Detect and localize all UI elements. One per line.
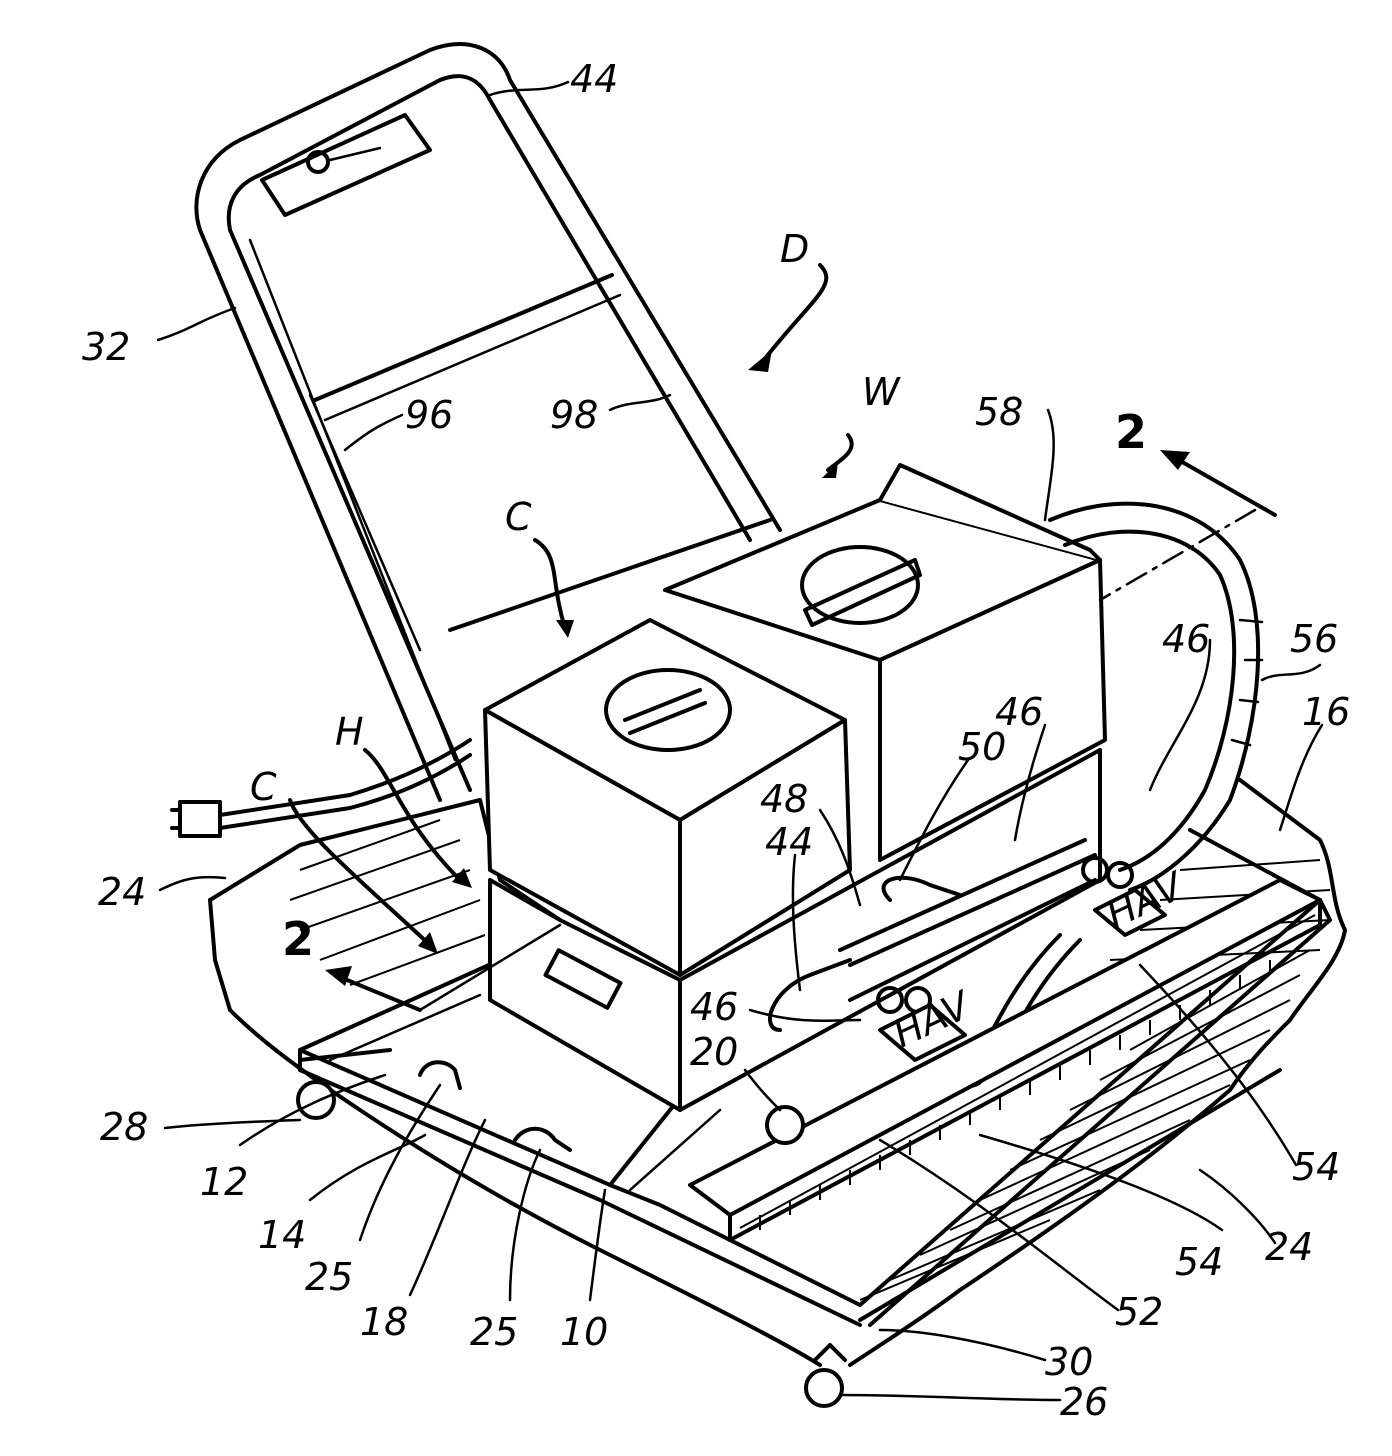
label-C-top: C <box>505 495 532 539</box>
label-24-right: 24 <box>1265 1225 1313 1269</box>
label-16: 16 <box>1302 690 1350 734</box>
label-24-left: 24 <box>98 870 146 914</box>
label-56: 56 <box>1290 617 1338 661</box>
label-46-a: 46 <box>1162 617 1210 661</box>
label-section-2-left: 2 <box>282 912 314 966</box>
label-H: H <box>335 710 364 754</box>
label-25-b: 25 <box>470 1310 518 1354</box>
label-26: 26 <box>1060 1380 1108 1424</box>
label-48: 48 <box>760 777 808 821</box>
label-58: 58 <box>975 390 1023 434</box>
label-32: 32 <box>82 325 130 369</box>
label-18: 18 <box>360 1300 408 1344</box>
label-44-handle: 44 <box>570 57 618 101</box>
label-98: 98 <box>550 393 598 437</box>
section-arrow-left <box>335 975 420 1010</box>
wheel-20 <box>767 1107 803 1143</box>
wheel-26 <box>806 1370 842 1406</box>
label-96: 96 <box>405 393 453 437</box>
wheel-28 <box>298 1082 334 1118</box>
label-44-valve: 44 <box>765 820 813 864</box>
label-10: 10 <box>560 1310 608 1354</box>
label-30: 30 <box>1045 1340 1093 1384</box>
label-W: W <box>862 370 901 414</box>
label-12: 12 <box>200 1160 248 1204</box>
label-14: 14 <box>258 1213 306 1257</box>
section-arrow-right <box>1170 455 1275 515</box>
label-25-a: 25 <box>305 1255 353 1299</box>
label-54-a: 54 <box>1292 1145 1340 1189</box>
label-54-b: 54 <box>1175 1240 1223 1284</box>
label-28: 28 <box>100 1105 148 1149</box>
label-20: 20 <box>690 1030 738 1074</box>
label-52: 52 <box>1115 1290 1163 1334</box>
label-D: D <box>780 227 809 271</box>
label-C-left: C <box>250 765 277 809</box>
label-46-c: 46 <box>690 985 738 1029</box>
label-50: 50 <box>958 725 1006 769</box>
cord-plug <box>180 802 220 836</box>
label-section-2-right: 2 <box>1115 405 1147 459</box>
